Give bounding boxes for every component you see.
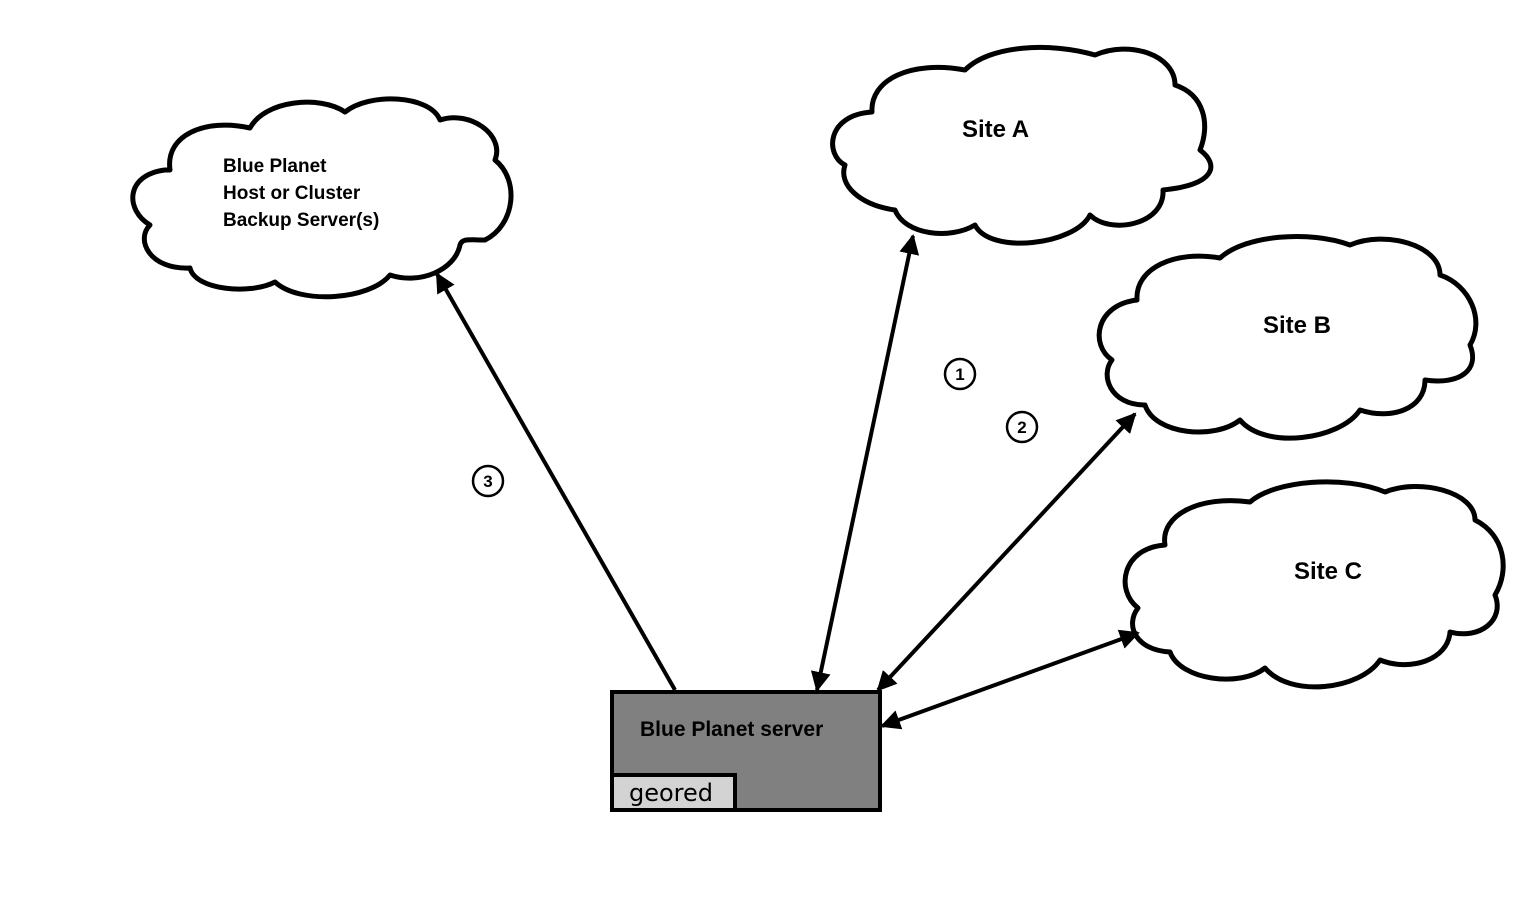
cloud-icon	[130, 96, 514, 300]
svg-text:2: 2	[1017, 418, 1026, 437]
backup-label-line-1: Blue Planet	[223, 156, 327, 177]
step-marker-3: 3	[471, 464, 505, 498]
cloud-icon	[830, 45, 1214, 246]
connection-server-backup	[435, 272, 677, 691]
connection-server-site-a	[810, 234, 920, 692]
geored-box	[610, 773, 737, 812]
step-marker-2: 2	[1005, 410, 1039, 444]
step-marker-1: 1	[943, 357, 977, 391]
site-a-label: Site A	[962, 116, 1029, 143]
svg-text:3: 3	[483, 472, 492, 491]
backup-server-cloud: Blue Planet Host or Cluster Backup Serve…	[130, 96, 514, 300]
blue-planet-server: Blue Planet server geored	[610, 690, 882, 812]
svg-text:1: 1	[955, 365, 964, 384]
site-c-label: Site C	[1294, 558, 1362, 585]
site-b-label: Site B	[1263, 312, 1331, 339]
cloud-icon	[1096, 234, 1479, 441]
site-a-cloud: Site A	[830, 45, 1214, 246]
site-b-cloud: Site B	[1096, 234, 1479, 441]
site-c-cloud: Site C	[1122, 479, 1506, 690]
geored-label: geored	[629, 779, 713, 807]
backup-label-line-3: Backup Server(s)	[223, 210, 379, 231]
cloud-icon	[1122, 479, 1506, 690]
server-label: Blue Planet server	[640, 718, 823, 741]
connection-server-site-c	[880, 629, 1140, 730]
backup-label-line-2: Host or Cluster	[223, 183, 361, 204]
